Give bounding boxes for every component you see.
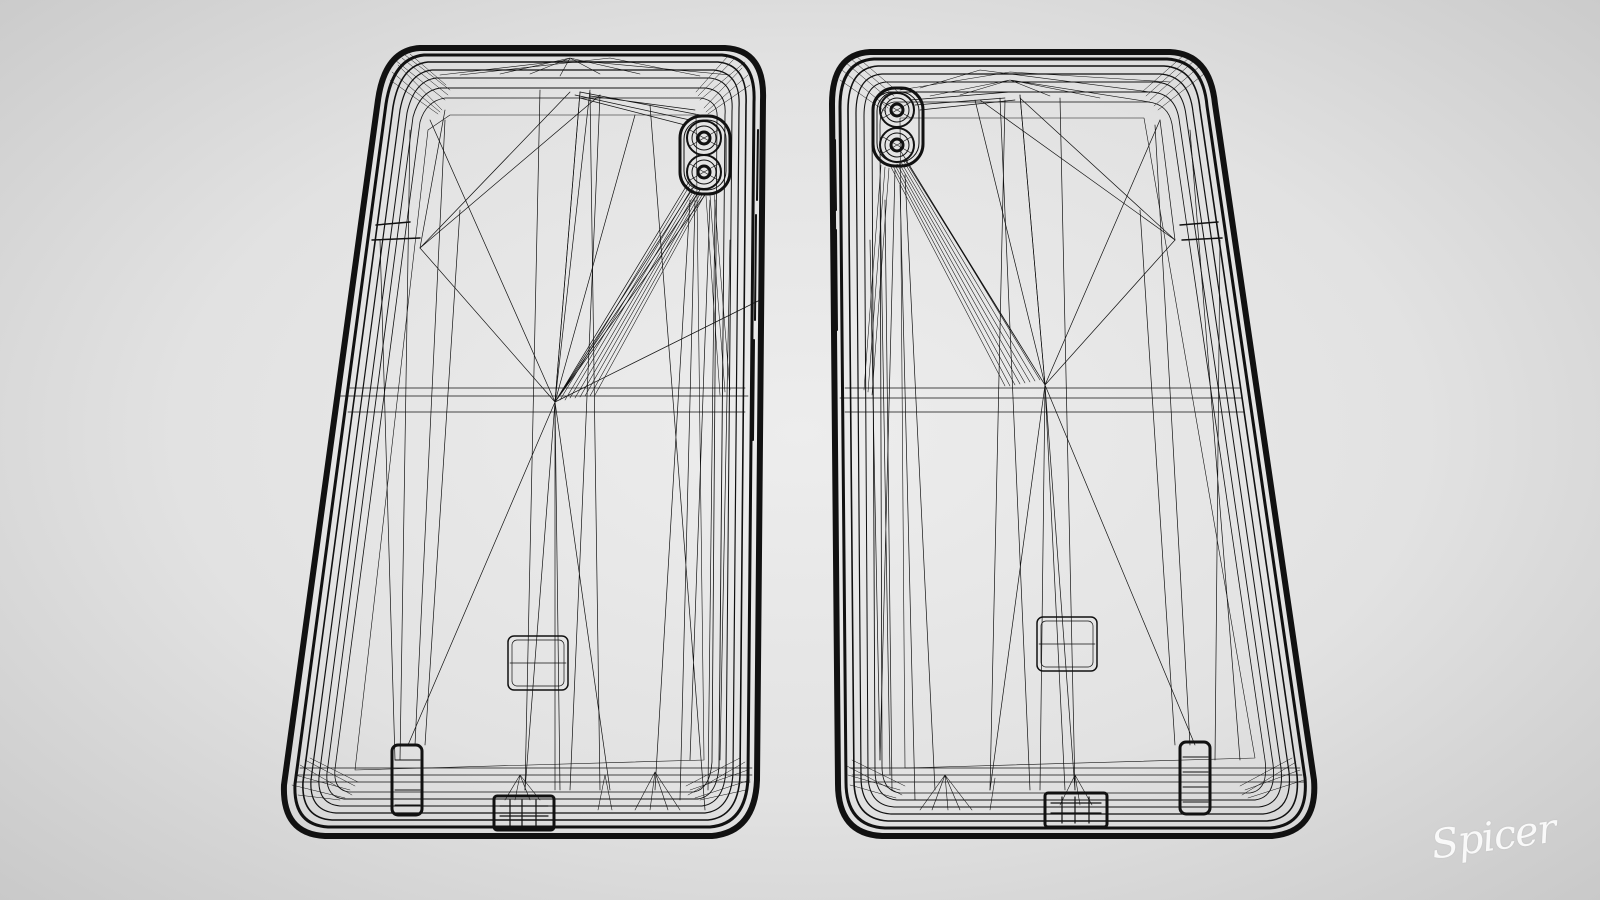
phone-right-side-buttons (834, 139, 1223, 331)
phone-wireframe-left (280, 45, 767, 839)
phone-left-bottom-ports (390, 743, 681, 832)
phone-right-corner-fans (839, 54, 1305, 799)
phone-right-camera-fan (863, 157, 1041, 396)
phone-left-camera-module (678, 114, 732, 196)
phone-left-triangulation (379, 89, 761, 811)
phone-right-triangulation (869, 91, 1241, 801)
phone-left-camera-fan (559, 184, 731, 401)
phone-left-seams (295, 387, 753, 783)
phone-left-fingerprint-sensor (507, 635, 569, 691)
phone-left-top-fans (439, 57, 731, 77)
phone-right-top-fans (899, 69, 1171, 103)
phone-right-fingerprint-sensor (1036, 616, 1098, 672)
phone-right-seams (839, 387, 1305, 783)
phone-left-corner-fans (291, 53, 751, 801)
phone-right-bottom-ports (919, 740, 1212, 829)
phone-wireframe-right (829, 49, 1318, 839)
phone-left-outline (280, 45, 767, 839)
